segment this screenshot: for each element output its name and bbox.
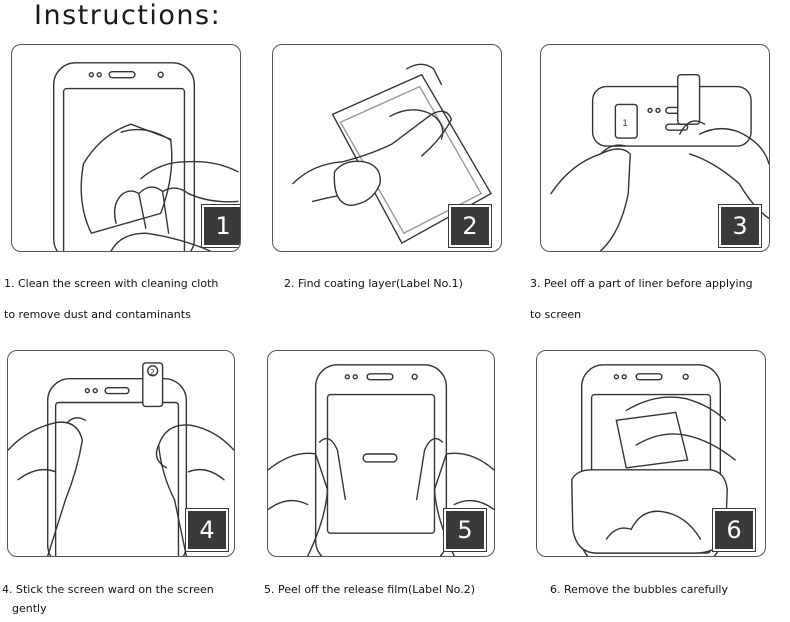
step-4-illustration: 2 [8,362,234,556]
step-2-illustration [292,63,492,245]
step-number-badge: 5 [444,509,486,551]
step-2-caption-line1: 2. Find coating layer(Label No.1) [284,277,463,290]
step-3-illustration: 1 [550,74,769,251]
label-1-marker: 1 [622,119,628,129]
step-1-panel: 1 [11,44,241,252]
step-4-caption-line2: gently [12,602,47,615]
step-1-illustration [53,62,239,251]
step-number-badge: 2 [449,205,491,247]
step-3-caption-line2: to screen [530,308,582,321]
step-number-badge: 4 [186,509,228,551]
page-title: Instructions: [34,0,222,31]
step-4-panel: 2 4 [7,350,235,557]
step-3-caption-line1: 3. Peel off a part of liner before apply… [530,277,753,290]
step-6-caption-line1: 6. Remove the bubbles carefully [550,583,728,596]
step-number-badge: 3 [719,205,761,247]
step-1-caption-line2: to remove dust and contaminants [4,308,191,321]
step-1-caption-line1: 1. Clean the screen with cleaning cloth [4,277,219,290]
step-4-caption-line1: 4. Stick the screen ward on the screen [2,583,214,596]
step-number-badge: 1 [202,205,240,247]
step-number-badge: 6 [713,509,755,551]
step-6-panel: 6 [536,350,766,557]
step-5-caption-line1: 5. Peel off the release film(Label No.2) [264,583,475,596]
step-5-panel: 5 [267,350,495,557]
step-6-illustration [571,364,736,556]
step-2-panel: 2 [272,44,502,252]
step-5-illustration [268,364,494,556]
label-2-marker: 2 [150,368,155,377]
step-3-panel: 1 3 [540,44,770,252]
